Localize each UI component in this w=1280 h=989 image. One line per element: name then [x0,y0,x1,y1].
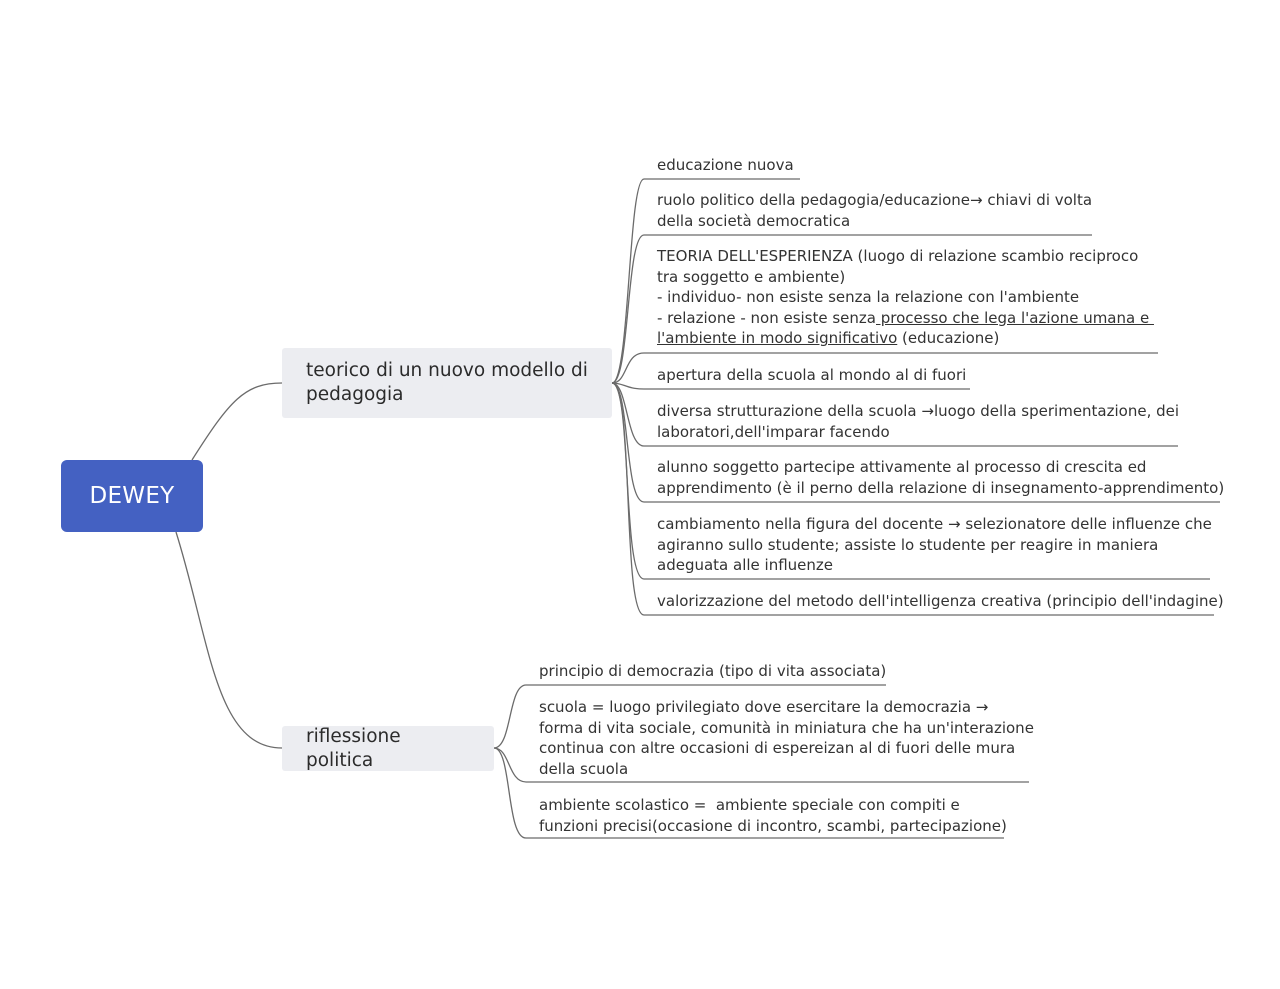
branch-node-riflessione-politica[interactable]: riflessione politica [282,726,494,771]
leaf-text: ruolo politico della pedagogia/educazion… [657,191,1093,209]
leaf-node[interactable]: diversa strutturazione della scuola →luo… [657,401,1179,442]
branch-label: teorico di un nuovo modello di pedagogia [306,359,588,407]
leaf-text: forma di vita sociale, comunità in minia… [539,718,1034,737]
connector-branch1-leaf1 [493,747,1029,783]
leaf-text: della scuola [539,759,629,778]
leaf-text: ambiente scolastico = ambiente speciale … [539,796,960,814]
branch-node-teorico[interactable]: teorico di un nuovo modello di pedagogia [282,348,612,418]
root-node-dewey[interactable]: DEWEY [61,460,203,532]
leaf-text: tra soggetto e ambiente) [657,267,846,286]
leaf-text: della società democratica [657,211,851,230]
leaf-node[interactable]: apertura della scuola al mondo al di fuo… [657,365,966,386]
leaf-text: educazione nuova [657,156,794,174]
leaf-node[interactable]: educazione nuova [657,155,794,176]
leaf-text-line: l'ambiente in modo significativo (educaz… [657,328,1154,349]
connector-branch0-leaf2 [611,352,1158,384]
leaf-text: agiranno sullo studente; assiste lo stud… [657,535,1159,554]
leaf-node[interactable]: TEORIA DELL'ESPERIENZA (luogo di relazio… [657,246,1154,349]
branch-label-line: teorico di un nuovo modello di [306,360,588,381]
leaf-text: - individuo- non esiste senza la relazio… [657,288,1080,306]
root-label: DEWEY [89,483,175,509]
leaf-text: continua con altre occasioni di espereiz… [539,739,1016,757]
leaf-node[interactable]: ruolo politico della pedagogia/educazion… [657,190,1092,231]
leaf-text-underlined: l'ambiente in modo significativo [657,329,898,347]
leaf-text: apertura della scuola al mondo al di fuo… [657,366,967,384]
connector-branch0-leaf0 [611,178,800,384]
leaf-text-line: - relazione - non esiste senza processo … [657,308,1154,329]
leaf-text: - relazione - non esiste senza [657,308,876,327]
leaf-text: diversa strutturazione della scuola →luo… [657,402,1180,420]
leaf-text: (educazione) [897,329,1000,347]
leaf-text: laboratori,dell'imparar facendo [657,422,890,441]
leaf-text: principio di democrazia (tipo di vita as… [539,662,887,680]
connector-branch0-leaf3 [611,382,970,390]
connector-branch1-leaf2 [493,747,1004,839]
leaf-text: scuola = luogo privilegiato dove esercit… [539,698,989,716]
leaf-node[interactable]: principio di democrazia (tipo di vita as… [539,661,886,682]
leaf-text: TEORIA DELL'ESPERIENZA (luogo di relazio… [657,247,1139,265]
leaf-text: apprendimento (è il perno della relazion… [657,478,1225,497]
leaf-text-underlined: processo che lega l'azione umana e [876,308,1154,327]
leaf-node[interactable]: scuola = luogo privilegiato dove esercit… [539,697,1034,779]
branch-label: riflessione politica [306,725,401,771]
leaf-node[interactable]: alunno soggetto partecipe attivamente al… [657,457,1224,498]
leaf-text: alunno soggetto partecipe attivamente al… [657,458,1147,476]
leaf-text: valorizzazione del metodo dell'intellige… [657,592,1224,610]
connector-branch1-leaf0 [493,684,886,749]
leaf-node[interactable]: cambiamento nella figura del docente → s… [657,514,1212,576]
leaf-text: adeguata alle influenze [657,556,833,574]
connector-branch0-leaf1 [611,234,1092,384]
leaf-node[interactable]: valorizzazione del metodo dell'intellige… [657,591,1224,612]
connector-root-branch-1 [175,531,283,749]
leaf-node[interactable]: ambiente scolastico = ambiente speciale … [539,795,1007,836]
connector-branch0-leaf7 [611,382,1214,616]
leaf-text: funzioni precisi(occasione di incontro, … [539,816,1007,835]
leaf-text: cambiamento nella figura del docente → s… [657,515,1212,533]
connector-root-branch-0 [191,382,283,461]
branch-label-line: pedagogia [306,384,404,405]
